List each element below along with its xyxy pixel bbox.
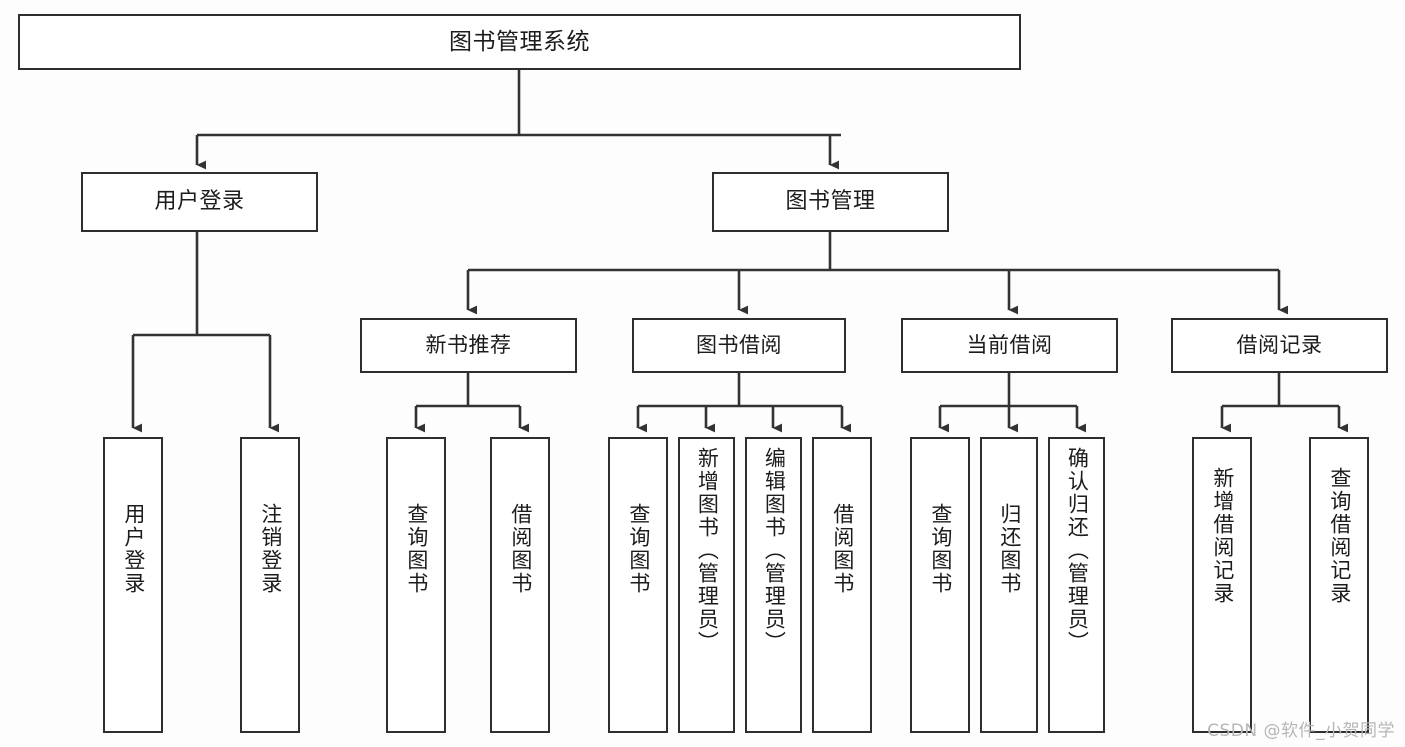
node-label: 图书借阅	[696, 333, 782, 358]
node-leaf-query-book-2[interactable]: 查询图书	[608, 437, 668, 733]
node-label: 新增借阅记录	[1210, 467, 1235, 605]
node-new-book-recommend[interactable]: 新书推荐	[360, 318, 577, 373]
node-book-manage[interactable]: 图书管理	[712, 172, 949, 232]
node-label: 借阅图书	[508, 503, 533, 595]
node-label: 图书管理	[785, 189, 876, 215]
node-leaf-query-record[interactable]: 查询借阅记录	[1309, 437, 1369, 733]
csdn-watermark: CSDN @软件_小贺同学	[1207, 721, 1395, 741]
node-label: 新增图书（管理员）	[695, 447, 720, 654]
node-leaf-user-logout[interactable]: 注销登录	[240, 437, 300, 733]
node-leaf-query-book-1[interactable]: 查询图书	[386, 437, 446, 733]
node-leaf-add-record[interactable]: 新增借阅记录	[1192, 437, 1252, 733]
node-leaf-add-book[interactable]: 新增图书（管理员）	[678, 437, 735, 733]
node-label: 新书推荐	[425, 333, 512, 358]
node-label: 查询图书	[626, 503, 651, 595]
node-label: 用户登录	[121, 503, 146, 595]
node-label: 用户登录	[154, 189, 245, 215]
node-user-login[interactable]: 用户登录	[81, 172, 318, 232]
node-label: 借阅记录	[1236, 333, 1323, 358]
node-label: 查询图书	[404, 503, 429, 595]
node-label: 查询图书	[928, 503, 953, 595]
node-book-borrow[interactable]: 图书借阅	[632, 318, 846, 373]
node-label: 编辑图书（管理员）	[762, 447, 787, 654]
node-label: 确认归还（管理员）	[1065, 447, 1090, 654]
node-label: 借阅图书	[830, 503, 855, 595]
node-leaf-query-book-3[interactable]: 查询图书	[910, 437, 970, 733]
node-label: 注销登录	[258, 503, 283, 595]
node-leaf-edit-book[interactable]: 编辑图书（管理员）	[745, 437, 802, 733]
node-leaf-borrow-book-1[interactable]: 借阅图书	[490, 437, 550, 733]
node-leaf-confirm-return[interactable]: 确认归还（管理员）	[1048, 437, 1105, 733]
node-label: 当前借阅	[966, 333, 1053, 358]
node-leaf-return-book[interactable]: 归还图书	[980, 437, 1038, 733]
node-leaf-user-login[interactable]: 用户登录	[103, 437, 163, 733]
node-label: 图书管理系统	[449, 28, 590, 55]
node-leaf-borrow-book-2[interactable]: 借阅图书	[812, 437, 872, 733]
node-label: 归还图书	[997, 503, 1022, 595]
node-borrow-record[interactable]: 借阅记录	[1171, 318, 1388, 373]
node-label: 查询借阅记录	[1327, 467, 1352, 605]
node-current-borrow[interactable]: 当前借阅	[901, 318, 1118, 373]
node-root-book-management-system[interactable]: 图书管理系统	[18, 14, 1021, 70]
